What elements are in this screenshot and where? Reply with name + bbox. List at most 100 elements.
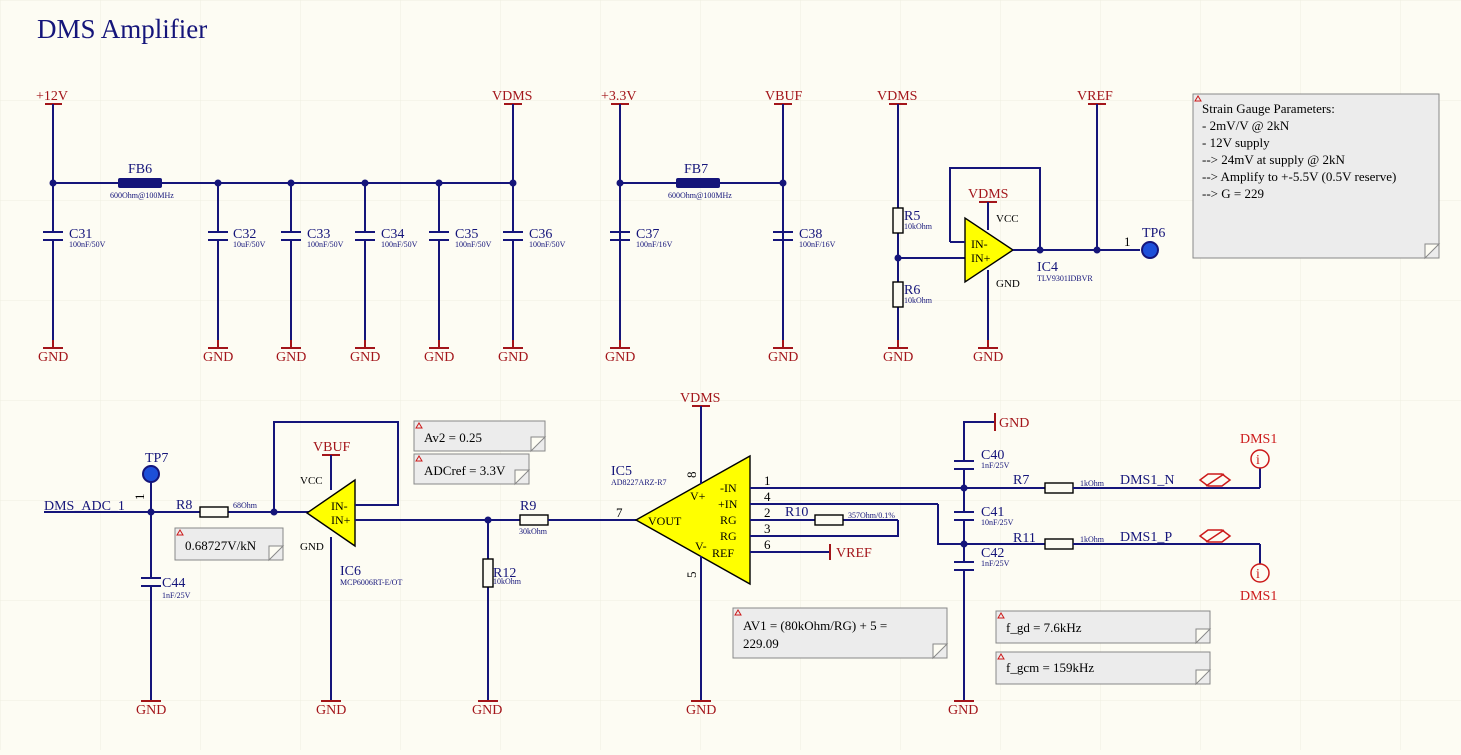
resistor-r11[interactable]	[1044, 538, 1074, 550]
power-label-vbuf: VBUF	[313, 440, 351, 455]
power-label-vbuf: VBUF	[765, 89, 803, 104]
resistor-r6[interactable]	[892, 281, 904, 308]
gnd-label: GND	[136, 703, 166, 718]
c38-value: 100nF/16V	[799, 240, 836, 249]
test-point-tp7[interactable]	[142, 465, 160, 483]
r9-value: 30kOhm	[519, 527, 548, 536]
note-line: --> Amplify to +-5.5V (0.5V reserve)	[1202, 169, 1396, 184]
r10-designator: R10	[785, 505, 808, 520]
ic6-pin-gnd: GND	[300, 541, 324, 553]
gnd-label: GND	[973, 350, 1003, 365]
power-label-vdms: VDMS	[680, 391, 720, 406]
c41-designator: C41	[981, 505, 1004, 520]
c32-value: 10uF/50V	[233, 240, 266, 249]
adc-buffer: DMS_ADC_1 TP7 1 R8 68Ohm C44 1nF/25V IN-…	[44, 421, 636, 700]
opamp-ic6[interactable]	[305, 478, 356, 548]
r10-value: 357Ohm/0.1%	[848, 511, 895, 520]
pin-number: 6	[764, 537, 771, 552]
gnd-label: GND	[768, 350, 798, 365]
gnd-label: GND	[316, 703, 346, 718]
ic5-pin-rg1: RG	[720, 513, 737, 527]
c34-value: 100nF/50V	[381, 240, 418, 249]
capacitor-c32[interactable]	[208, 231, 228, 241]
opamp-ic4[interactable]	[964, 216, 1015, 284]
gnd-label: GND	[203, 350, 233, 365]
port-dms1-top[interactable]	[1250, 449, 1270, 469]
port-label-dms1: DMS1	[1240, 589, 1277, 604]
r12-value: 10kOhm	[493, 577, 522, 586]
capacitor-c33[interactable]	[281, 231, 301, 241]
diff-pair-icon	[1198, 529, 1232, 543]
gnd-label: GND	[38, 350, 68, 365]
r9-designator: R9	[520, 499, 536, 514]
tp6-pin: 1	[1124, 234, 1131, 249]
note-strain-gauge: Strain Gauge Parameters: - 2mV/V @ 2kN -…	[1192, 93, 1441, 260]
c31-value: 100nF/50V	[69, 240, 106, 249]
ic5-pin-vm: V-	[695, 539, 707, 553]
supply-filter-3v3: +3.3V VBUF FB7 600Ohm@100MHz	[601, 89, 803, 340]
gnd-label: GND	[999, 416, 1029, 431]
capacitor-c31[interactable]	[43, 231, 63, 241]
ic5-pin-vout: VOUT	[648, 514, 682, 528]
note-adcref: ADCref = 3.3V	[413, 453, 531, 486]
r11-designator: R11	[1013, 531, 1036, 546]
resistor-r5[interactable]	[892, 207, 904, 234]
port-dms1-bottom[interactable]	[1250, 563, 1270, 583]
note-line: --> G = 229	[1202, 186, 1264, 201]
ic5-pin-inp: +IN	[718, 497, 738, 511]
ferrite-bead-fb7[interactable]	[676, 178, 720, 188]
c42-designator: C42	[981, 546, 1004, 561]
resistor-r12[interactable]	[482, 558, 494, 588]
note-text: 0.68727V/kN	[185, 538, 257, 553]
c36-designator: C36	[529, 227, 552, 242]
port-info-icon: i	[1256, 567, 1260, 582]
capacitor-c36[interactable]	[503, 231, 523, 241]
note-sensitivity: 0.68727V/kN	[174, 527, 285, 562]
c40-designator: C40	[981, 448, 1004, 463]
test-point-tp6[interactable]	[1141, 241, 1159, 259]
note-av1: AV1 = (80kOhm/RG) + 5 = 229.09	[732, 607, 949, 660]
ferrite-bead-fb6[interactable]	[118, 178, 162, 188]
diff-pair-icon	[1198, 473, 1232, 487]
resistor-r7[interactable]	[1044, 482, 1074, 494]
capacitor-c34[interactable]	[355, 231, 375, 241]
resistor-r10[interactable]	[814, 514, 844, 526]
r12-designator: R12	[493, 566, 516, 581]
resistor-r8[interactable]	[199, 506, 229, 518]
gnd-label: GND	[948, 703, 978, 718]
c32-designator: C32	[233, 227, 256, 242]
input-filter: GND C40 1nF/25V C41 10nF/25V C42 1nF/25V…	[954, 413, 1277, 700]
note-text: Av2 = 0.25	[424, 430, 482, 445]
note-line: - 12V supply	[1202, 135, 1270, 150]
gnd-label: GND	[605, 350, 635, 365]
r8-designator: R8	[176, 498, 192, 513]
c35-value: 100nF/50V	[455, 240, 492, 249]
r8-value: 68Ohm	[233, 501, 258, 510]
r5-designator: R5	[904, 209, 920, 224]
capacitor-c35[interactable]	[429, 231, 449, 241]
fb7-designator: FB7	[684, 162, 708, 177]
c36-value: 100nF/50V	[529, 240, 566, 249]
r7-designator: R7	[1013, 473, 1029, 488]
c33-value: 100nF/50V	[307, 240, 344, 249]
net-label-dms-n: DMS1_N	[1120, 473, 1174, 488]
r7-value: 1kOhm	[1080, 479, 1105, 488]
fb6-value: 600Ohm@100MHz	[110, 191, 174, 200]
resistor-r9[interactable]	[519, 514, 549, 526]
net-label-dms-p: DMS1_P	[1120, 530, 1172, 545]
gnd-label: GND	[883, 350, 913, 365]
ic4-pin-gnd: GND	[996, 278, 1020, 290]
c31-designator: C31	[69, 227, 92, 242]
port-info-icon: i	[1256, 453, 1260, 468]
gnd-label: GND	[498, 350, 528, 365]
ground-symbols-bottom: GND GND GND GND GND	[136, 700, 978, 718]
c40-value: 1nF/25V	[981, 461, 1010, 470]
note-fgd: f_gd = 7.6kHz	[995, 610, 1212, 645]
ic5-pin-inm: -IN	[720, 481, 737, 495]
c35-designator: C35	[455, 227, 478, 242]
gnd-label: GND	[472, 703, 502, 718]
supply-filter-12v: +12V VDMS FB6 600Ohm@100MHz	[36, 89, 532, 340]
note-line: - 2mV/V @ 2kN	[1202, 118, 1290, 133]
ground-symbols-top: GND GND GND GND GND GND GND GND GND GND	[38, 340, 1003, 365]
